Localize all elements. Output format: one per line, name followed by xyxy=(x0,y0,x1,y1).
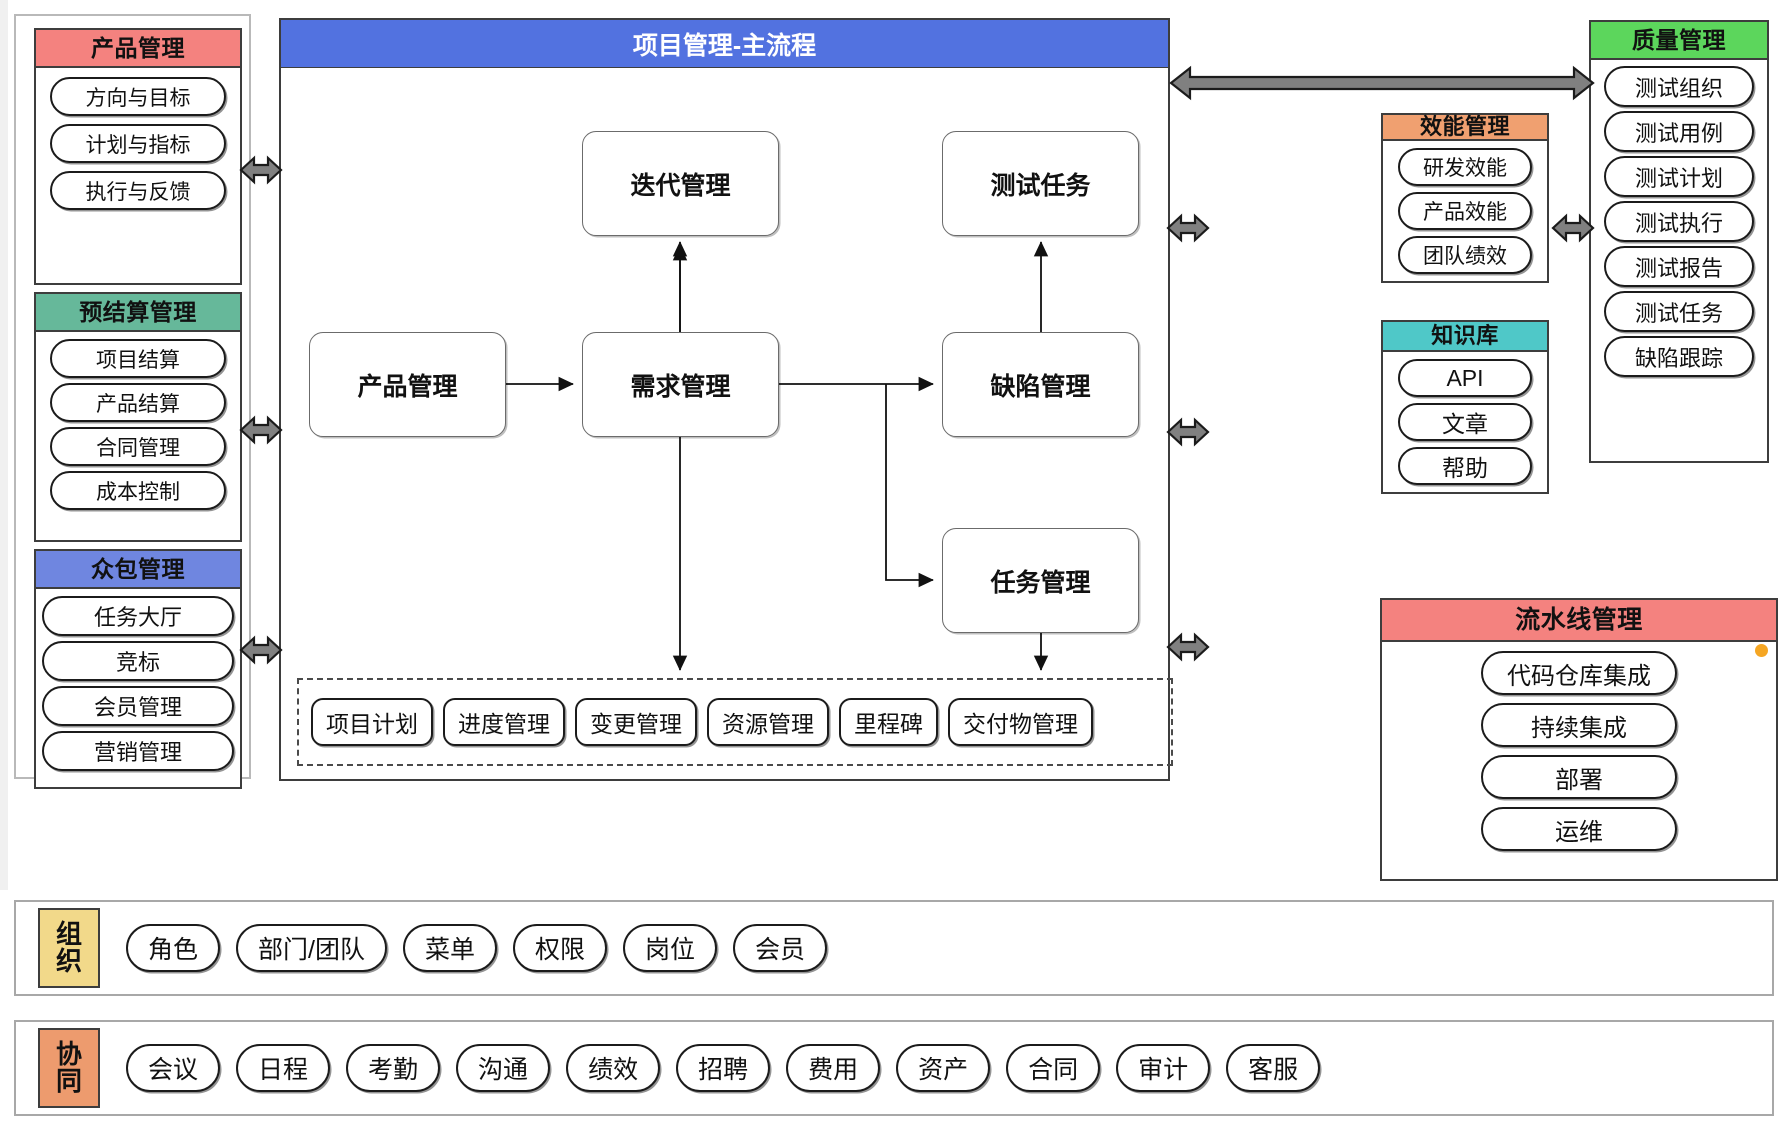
flowbox-product-management[interactable]: 产品管理 xyxy=(309,332,506,437)
double-arrow-main-to-performance xyxy=(1166,213,1210,243)
main-flow-title: 项目管理-主流程 xyxy=(281,20,1168,68)
panel-budget-settlement[interactable]: 预结算管理 项目结算 产品结算 合同管理 成本控制 xyxy=(34,292,242,542)
chip-customer-service[interactable]: 客服 xyxy=(1226,1044,1321,1092)
panel-quality-management-items: 测试组织 测试用例 测试计划 测试执行 测试报告 测试任务 缺陷跟踪 xyxy=(1591,60,1767,461)
double-arrow-main-to-knowledge xyxy=(1166,417,1210,447)
chip-permission[interactable]: 权限 xyxy=(512,924,607,972)
chip-product-efficiency[interactable]: 产品效能 xyxy=(1398,192,1532,230)
chip-expense[interactable]: 费用 xyxy=(786,1044,881,1092)
panel-budget-settlement-items: 项目结算 产品结算 合同管理 成本控制 xyxy=(36,332,240,540)
bar-collaboration: 协 同 会议 日程 考勤 沟通 绩效 招聘 费用 资产 合同 审计 客服 xyxy=(14,1020,1774,1116)
bar-organization-items: 角色 部门/团队 菜单 权限 岗位 会员 xyxy=(100,902,1772,994)
chip-performance[interactable]: 绩效 xyxy=(566,1044,661,1092)
chip-asset[interactable]: 资产 xyxy=(896,1044,991,1092)
panel-product-management-items: 方向与目标 计划与指标 执行与反馈 xyxy=(36,68,240,283)
chip-contract[interactable]: 合同 xyxy=(1006,1044,1101,1092)
chip-milestone[interactable]: 里程碑 xyxy=(839,698,938,746)
double-arrow-main-to-quality-top xyxy=(1169,65,1595,101)
chip-change-management[interactable]: 变更管理 xyxy=(575,698,697,746)
panel-crowdsourcing-items: 任务大厅 竞标 会员管理 营销管理 xyxy=(36,589,240,787)
chip-direction-goal[interactable]: 方向与目标 xyxy=(50,77,226,116)
chip-rd-efficiency[interactable]: 研发效能 xyxy=(1398,148,1532,186)
panel-crowdsourcing[interactable]: 众包管理 任务大厅 竞标 会员管理 营销管理 xyxy=(34,549,242,789)
bar-organization-label-line1: 组 xyxy=(55,919,82,950)
panel-quality-management[interactable]: 质量管理 测试组织 测试用例 测试计划 测试执行 测试报告 测试任务 缺陷跟踪 xyxy=(1589,20,1769,463)
panel-pipeline-management-items: 代码仓库集成 持续集成 部署 运维 xyxy=(1382,642,1776,879)
bar-organization-label: 组 织 xyxy=(38,908,100,988)
chip-attendance[interactable]: 考勤 xyxy=(346,1044,441,1092)
panel-performance-management-items: 研发效能 产品效能 团队绩效 xyxy=(1383,141,1547,281)
chip-continuous-integration[interactable]: 持续集成 xyxy=(1481,703,1677,747)
panel-project-management-main-flow: 项目管理-主流程 迭代管理 测试任务 产品管理 xyxy=(279,18,1173,781)
chip-execution-feedback[interactable]: 执行与反馈 xyxy=(50,171,226,210)
project-execution-group: 项目计划 进度管理 变更管理 资源管理 里程碑 交付物管理 xyxy=(297,678,1173,766)
panel-pipeline-management[interactable]: 流水线管理 代码仓库集成 持续集成 部署 运维 xyxy=(1380,598,1778,881)
chip-deployment[interactable]: 部署 xyxy=(1481,755,1677,799)
chip-contract-management[interactable]: 合同管理 xyxy=(50,427,226,466)
chip-product-settlement[interactable]: 产品结算 xyxy=(50,383,226,422)
flowbox-defect-management[interactable]: 缺陷管理 xyxy=(942,332,1139,437)
chip-audit[interactable]: 审计 xyxy=(1116,1044,1211,1092)
chip-plan-metrics[interactable]: 计划与指标 xyxy=(50,124,226,163)
panel-product-management-title: 产品管理 xyxy=(36,30,240,68)
chip-department-team[interactable]: 部门/团队 xyxy=(236,924,387,972)
bar-collaboration-label-line2: 同 xyxy=(55,1066,82,1096)
chip-test-task[interactable]: 测试任务 xyxy=(1604,291,1754,332)
chip-role[interactable]: 角色 xyxy=(126,924,221,972)
panel-performance-management-title: 效能管理 xyxy=(1383,115,1547,141)
chip-operations[interactable]: 运维 xyxy=(1481,807,1677,851)
panel-product-management[interactable]: 产品管理 方向与目标 计划与指标 执行与反馈 xyxy=(34,28,242,285)
chip-cost-control[interactable]: 成本控制 xyxy=(50,471,226,510)
chip-member-management[interactable]: 会员管理 xyxy=(42,686,234,726)
chip-team-performance[interactable]: 团队绩效 xyxy=(1398,236,1532,274)
chip-test-report[interactable]: 测试报告 xyxy=(1604,246,1754,287)
chip-api[interactable]: API xyxy=(1398,359,1532,397)
double-arrow-performance-to-quality xyxy=(1551,213,1595,243)
bar-collaboration-items: 会议 日程 考勤 沟通 绩效 招聘 费用 资产 合同 审计 客服 xyxy=(100,1022,1772,1114)
chip-project-plan[interactable]: 项目计划 xyxy=(311,698,433,746)
left-column-frame: 产品管理 方向与目标 计划与指标 执行与反馈 预结算管理 项目结算 产品结算 合… xyxy=(14,14,251,789)
chip-member[interactable]: 会员 xyxy=(733,924,828,972)
chip-test-plan[interactable]: 测试计划 xyxy=(1604,156,1754,197)
flowbox-test-task[interactable]: 测试任务 xyxy=(942,131,1139,236)
page-edge-sliver xyxy=(0,0,8,890)
double-arrow-main-to-pipeline xyxy=(1166,632,1210,662)
chip-project-settlement[interactable]: 项目结算 xyxy=(50,339,226,378)
chip-schedule[interactable]: 日程 xyxy=(236,1044,331,1092)
bar-collaboration-label: 协 同 xyxy=(38,1028,100,1108)
chip-test-case[interactable]: 测试用例 xyxy=(1604,111,1754,152)
bar-organization: 组 织 角色 部门/团队 菜单 权限 岗位 会员 xyxy=(14,900,1774,996)
panel-knowledge-base[interactable]: 知识库 API 文章 帮助 xyxy=(1381,320,1549,494)
panel-budget-settlement-title: 预结算管理 xyxy=(36,294,240,332)
chip-test-execution[interactable]: 测试执行 xyxy=(1604,201,1754,242)
panel-pipeline-management-title: 流水线管理 xyxy=(1382,600,1776,642)
chip-communication[interactable]: 沟通 xyxy=(456,1044,551,1092)
chip-position[interactable]: 岗位 xyxy=(623,924,718,972)
chip-article[interactable]: 文章 xyxy=(1398,403,1532,441)
panel-performance-management[interactable]: 效能管理 研发效能 产品效能 团队绩效 xyxy=(1381,113,1549,283)
chip-menu[interactable]: 菜单 xyxy=(402,924,497,972)
chip-help[interactable]: 帮助 xyxy=(1398,447,1532,485)
bar-organization-label-line2: 织 xyxy=(55,946,82,976)
chip-meeting[interactable]: 会议 xyxy=(126,1044,221,1092)
flowbox-requirement-management[interactable]: 需求管理 xyxy=(582,332,779,437)
flowbox-iteration-management[interactable]: 迭代管理 xyxy=(582,131,779,236)
chip-progress-management[interactable]: 进度管理 xyxy=(443,698,565,746)
panel-knowledge-base-title: 知识库 xyxy=(1383,322,1547,352)
chip-bidding[interactable]: 竞标 xyxy=(42,641,234,681)
chip-marketing-management[interactable]: 营销管理 xyxy=(42,731,234,771)
chip-recruitment[interactable]: 招聘 xyxy=(676,1044,771,1092)
chip-resource-management[interactable]: 资源管理 xyxy=(707,698,829,746)
chip-code-repo-integration[interactable]: 代码仓库集成 xyxy=(1481,651,1677,695)
panel-crowdsourcing-title: 众包管理 xyxy=(36,551,240,589)
panel-quality-management-title: 质量管理 xyxy=(1591,22,1767,60)
panel-knowledge-base-items: API 文章 帮助 xyxy=(1383,352,1547,492)
chip-defect-tracking[interactable]: 缺陷跟踪 xyxy=(1604,336,1754,377)
bar-collaboration-label-line1: 协 xyxy=(55,1039,82,1070)
status-dot-icon xyxy=(1755,644,1768,657)
flowbox-task-management[interactable]: 任务管理 xyxy=(942,528,1139,633)
chip-deliverable-management[interactable]: 交付物管理 xyxy=(948,698,1093,746)
chip-test-organization[interactable]: 测试组织 xyxy=(1604,66,1754,107)
chip-task-hall[interactable]: 任务大厅 xyxy=(42,596,234,636)
